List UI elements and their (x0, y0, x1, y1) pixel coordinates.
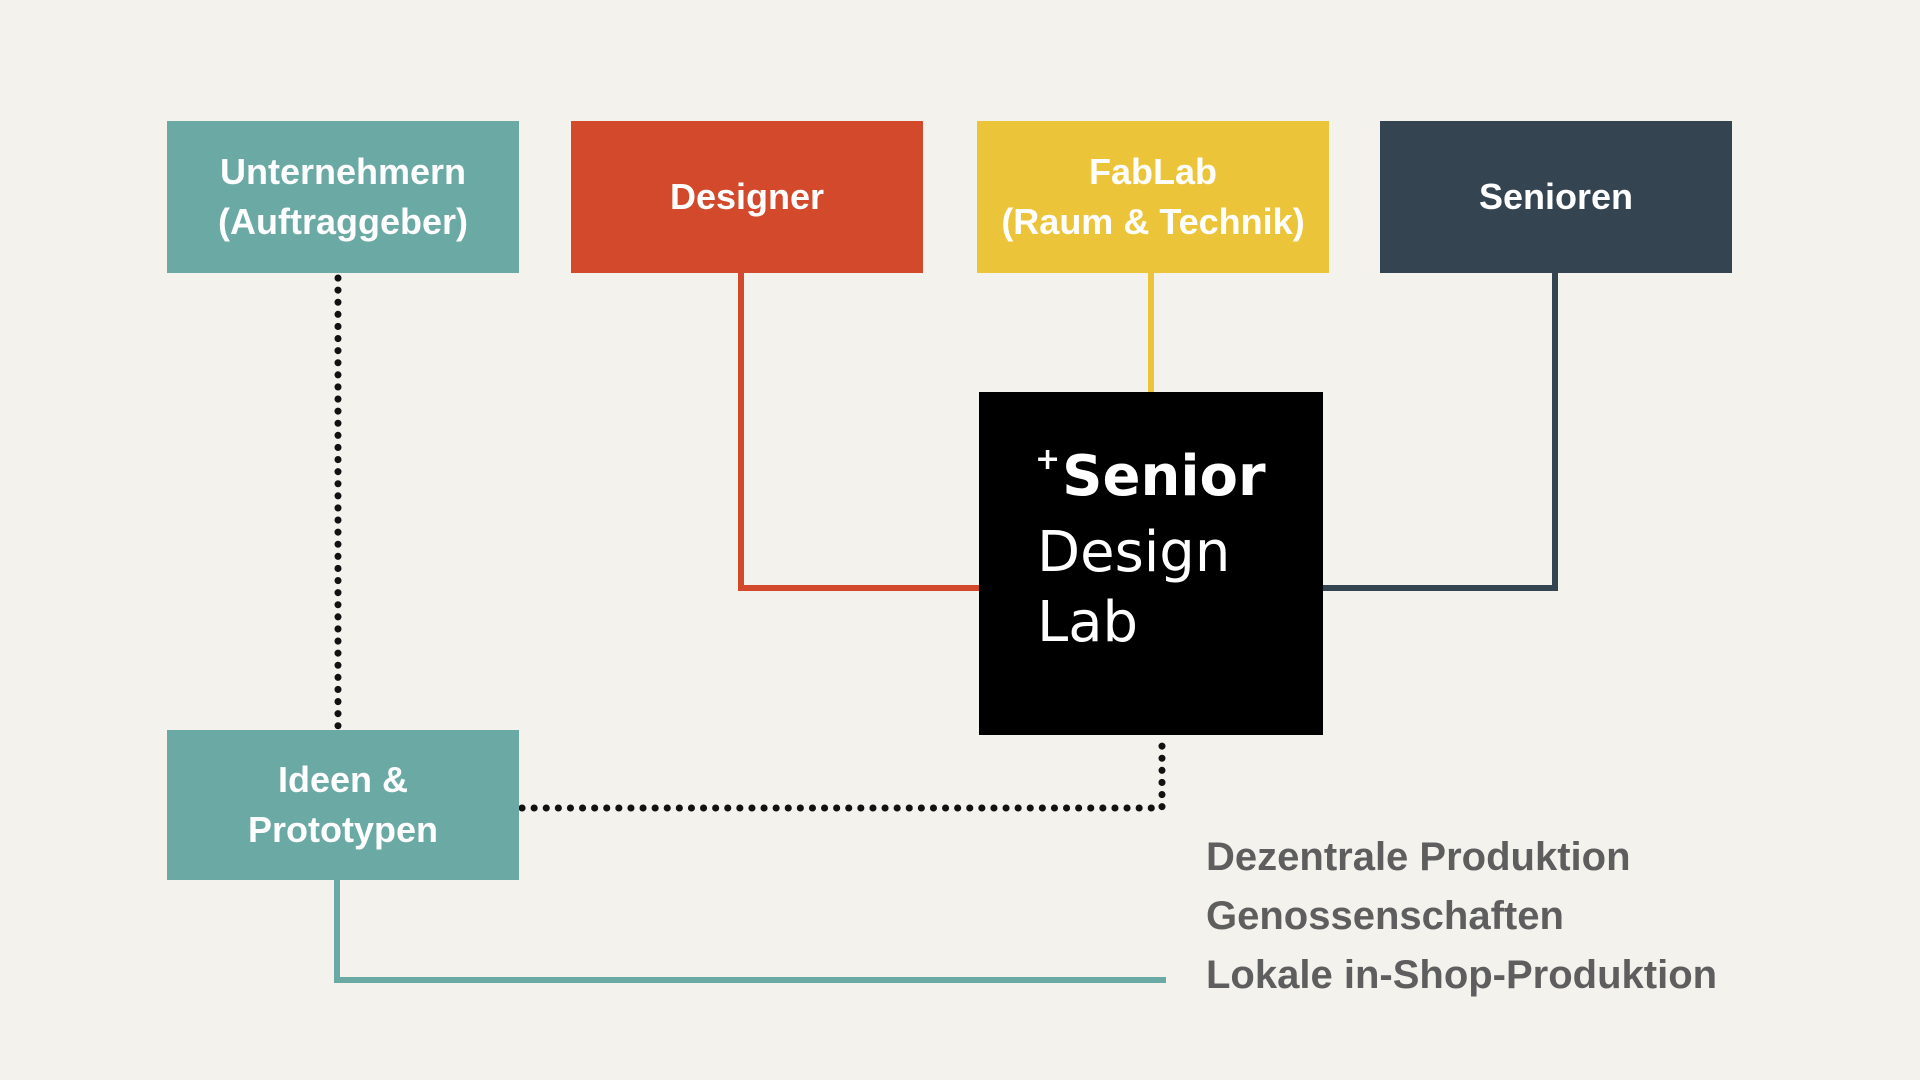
lab-title-senior: Senior (1062, 444, 1266, 509)
box-label-line: (Auftraggeber) (218, 201, 468, 242)
box-label-line: Designer (669, 176, 825, 217)
box-label-line: (Raum & Technik) (1001, 201, 1305, 242)
connector-senioren-lab (1323, 273, 1558, 591)
lab-title-line3: Lab (1037, 590, 1139, 655)
box-label-line: Senioren (1478, 176, 1634, 217)
box-label-line: Ideen & (277, 759, 409, 800)
box-unternehmern-auftraggeber: Unternehmern (Auftraggeber) (167, 121, 519, 273)
box-label-line: Unternehmern (219, 151, 467, 192)
output-item-lokale-in-shop-produktion: Lokale in-Shop-Produktion (1206, 953, 1718, 997)
box-designer: Designer (571, 121, 923, 273)
senior-design-lab-box: +Senior Design Lab (979, 392, 1323, 735)
outputs-list: Dezentrale Produktion Genossenschaften L… (1206, 828, 1717, 1005)
lab-title-line2: Design (1037, 520, 1231, 585)
lab-title-line1: +Senior (1035, 442, 1266, 509)
connector-ideen-lab-dotted (518, 738, 1166, 812)
box-fablab: FabLab (Raum & Technik) (977, 121, 1329, 273)
box-label-line: Prototypen (247, 809, 438, 850)
box-senioren: Senioren (1380, 121, 1732, 273)
output-item-genossenschaften: Genossenschaften (1206, 894, 1564, 938)
output-item-dezentrale-produktion: Dezentrale Produktion (1206, 835, 1631, 879)
plus-superscript: + (1035, 442, 1061, 477)
connector-ideen-outputs (334, 880, 1166, 983)
box-ideen-prototypen: Ideen & Prototypen (167, 730, 519, 880)
box-label-line: FabLab (1088, 151, 1217, 192)
connector-designer-lab (738, 273, 979, 591)
